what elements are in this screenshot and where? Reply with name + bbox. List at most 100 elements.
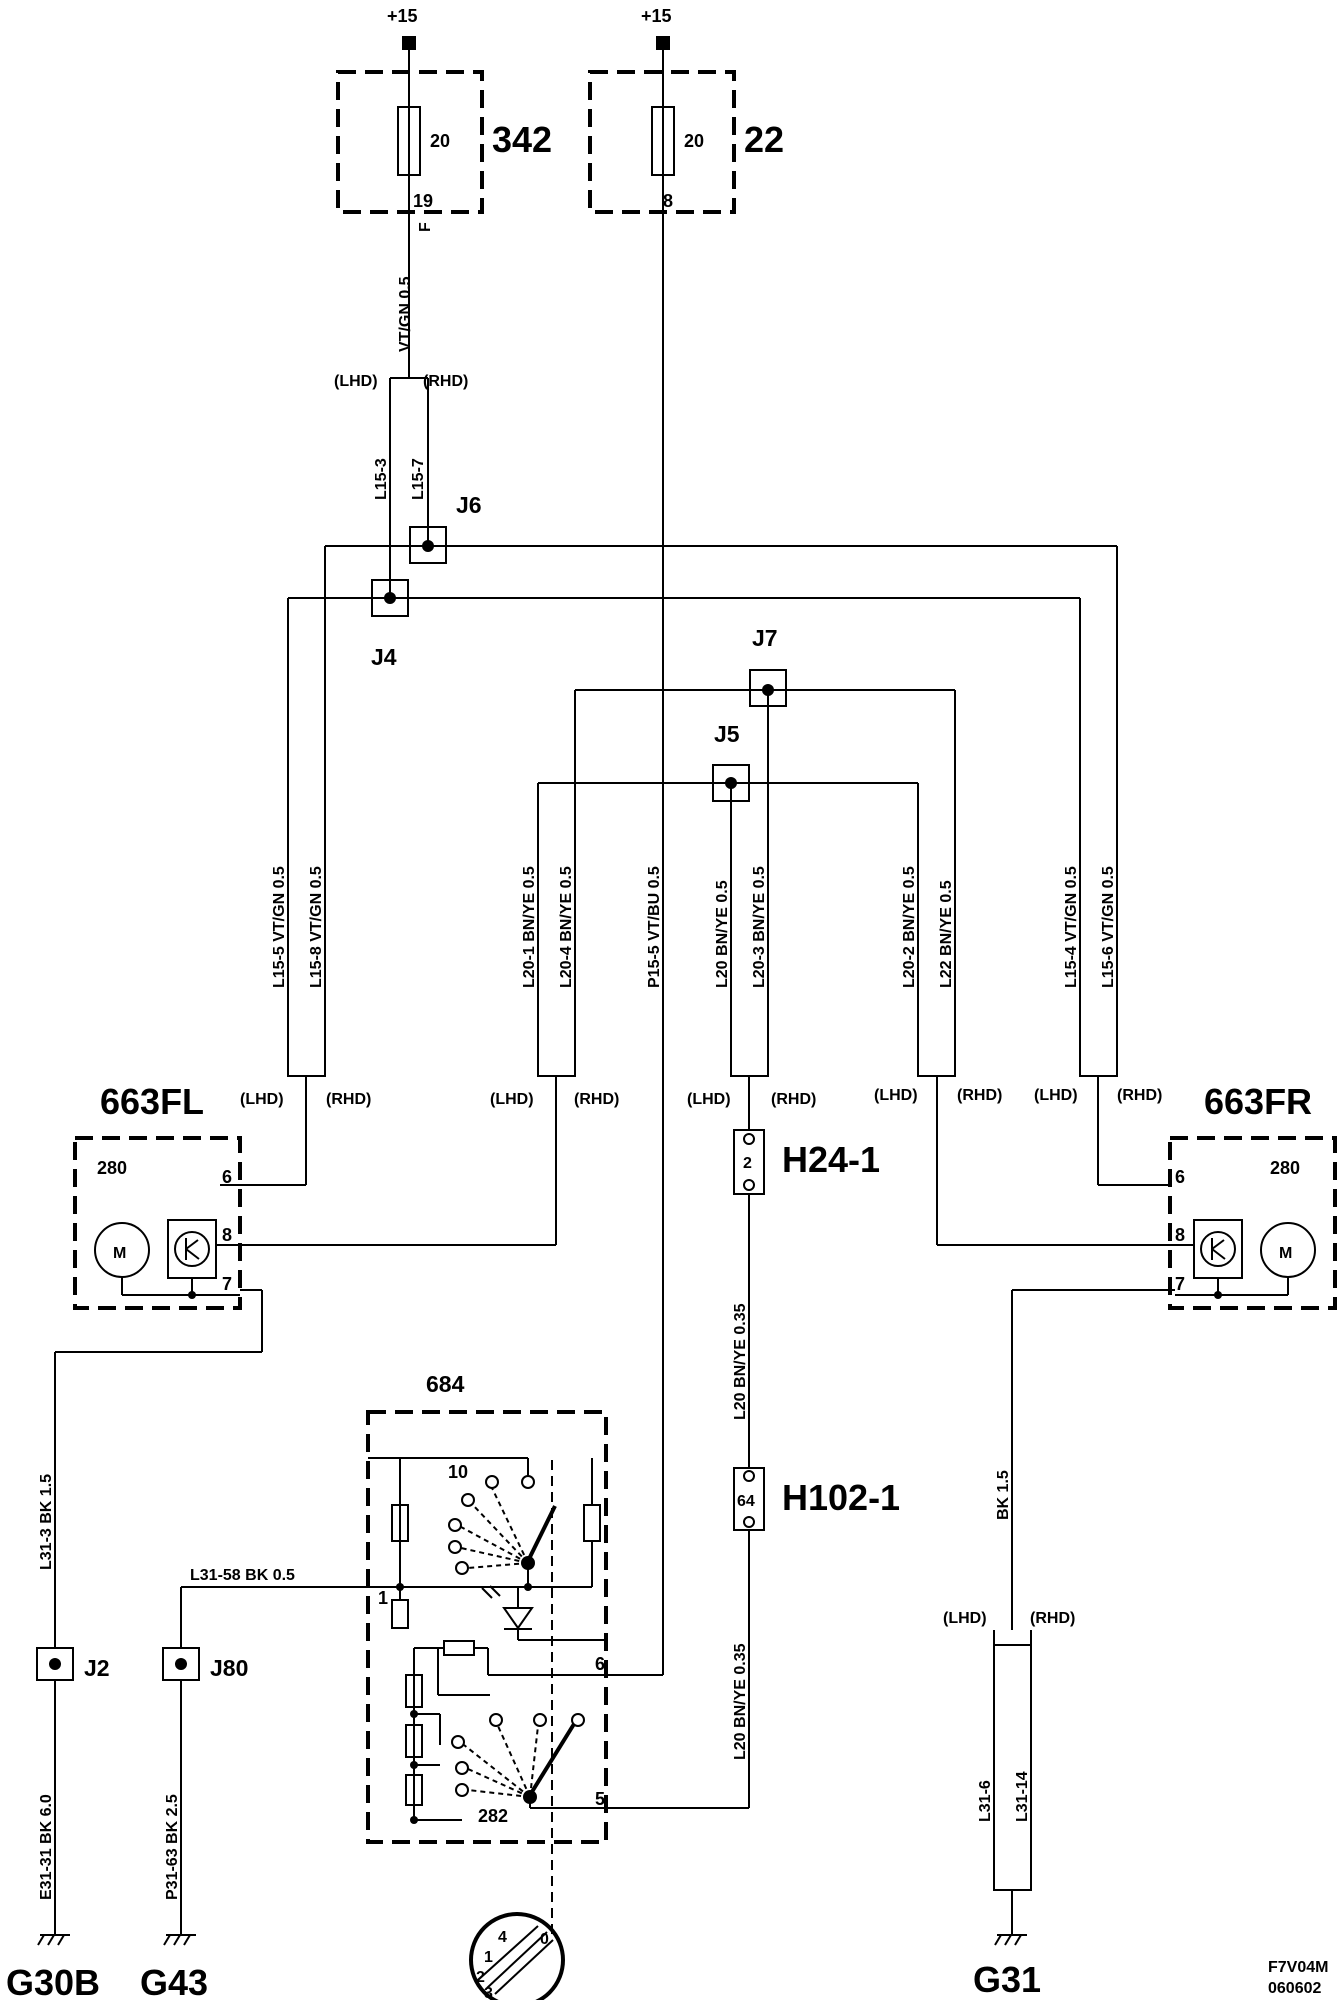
variant-rhd-4: (RHD)	[957, 1087, 1002, 1104]
wire-l31-58: L31-58 BK 0.5	[190, 1567, 295, 1584]
fuse-342-id: 342	[492, 119, 552, 160]
wire-l22: L22 BN/YE 0.5	[938, 880, 955, 988]
motor-663fr-id: 663FR	[1204, 1081, 1312, 1122]
wire-e31-31: E31-31 BK 6.0	[38, 1794, 55, 1900]
knob-mark-2: 2	[476, 1969, 485, 1986]
variant-lhd-5: (LHD)	[1034, 1087, 1078, 1104]
ground-g31: G31	[973, 1934, 1041, 2000]
connector-h24-pin: 2	[743, 1155, 752, 1172]
wire-l20-2: L20-2 BN/YE 0.5	[901, 866, 918, 988]
switch-684-id: 684	[426, 1371, 465, 1397]
supply-left-label: +15	[387, 6, 418, 26]
variant-labels: (LHD) (RHD) (LHD) (RHD) (LHD) (RHD) (LHD…	[240, 373, 1162, 1627]
motor-663fl-pin7: 7	[222, 1274, 232, 1294]
wire-mid-upper: L20 BN/YE 0.35	[732, 1303, 749, 1420]
connector-h102-id: H102-1	[782, 1477, 900, 1518]
connector-h102-pin: 64	[737, 1493, 755, 1510]
switch-684-value: 282	[478, 1806, 508, 1826]
variant-lhd-3: (LHD)	[687, 1091, 731, 1108]
fuse-342-rating: 20	[430, 131, 450, 151]
motor-663fl-id: 663FL	[100, 1081, 204, 1122]
wire-l31-3: L31-3 BK 1.5	[38, 1474, 55, 1570]
wire-l15-3: L15-3	[373, 458, 390, 500]
junction-j7: J7	[749, 625, 787, 707]
motor-663fr-m: M	[1279, 1245, 1292, 1262]
junction-j6: J6	[409, 492, 482, 564]
ground-g31-label: G31	[973, 1959, 1041, 2000]
variant-rhd-3: (RHD)	[771, 1091, 816, 1108]
variant-rhd-2: (RHD)	[574, 1091, 619, 1108]
junction-j80-label: J80	[210, 1655, 248, 1681]
wire-mid-lower: L20 BN/YE 0.35	[732, 1643, 749, 1760]
motor-663fl-pin6: 6	[222, 1167, 232, 1187]
variant-rhd-5: (RHD)	[1117, 1087, 1162, 1104]
wire-p31-63: P31-63 BK 2.5	[164, 1794, 181, 1900]
variant-lhd-4: (LHD)	[874, 1087, 918, 1104]
rotary-knob: 0 1 2 3 4	[469, 1912, 565, 2000]
ground-g43: G43	[140, 1934, 208, 2000]
switch-684-10: 10	[448, 1462, 468, 1482]
wire-l15-7: L15-7	[410, 458, 427, 500]
motor-663fr: 663FR 280 6 8 7 M	[1168, 1081, 1337, 1310]
motor-663fl-m: M	[113, 1245, 126, 1262]
knob-mark-4: 4	[498, 1929, 507, 1946]
footer-code: F7V04M	[1268, 1959, 1328, 1976]
wire-bk15: BK 1.5	[995, 1470, 1012, 1520]
variant-lhd-top: (LHD)	[334, 373, 378, 390]
motor-663fl: 663FL 280 6 8 7 M	[73, 1081, 242, 1310]
junction-j80: J80	[162, 1647, 248, 1681]
wire-l20-3: L20-3 BN/YE 0.5	[751, 866, 768, 988]
wire-l15-5: L15-5 VT/GN 0.5	[271, 866, 288, 988]
variant-rhd-top: (RHD)	[423, 373, 468, 390]
fuse-22-pin: 8	[663, 191, 673, 211]
motor-663fr-value: 280	[1270, 1158, 1300, 1178]
junction-j2: J2	[36, 1647, 110, 1681]
knob-mark-3: 3	[484, 1985, 493, 2000]
fuse-22-rating: 20	[684, 131, 704, 151]
wire-l31-14: L31-14	[1014, 1771, 1031, 1822]
wire-l31-6: L31-6	[977, 1780, 994, 1822]
wire-l15-4: L15-4 VT/GN 0.5	[1063, 866, 1080, 988]
wire-p15-5: P15-5 VT/BU 0.5	[646, 866, 663, 988]
motor-663fr-pin7: 7	[1175, 1274, 1185, 1294]
supply-left: +15	[387, 6, 418, 50]
variant-rhd-1: (RHD)	[326, 1091, 371, 1108]
junction-j6-label: J6	[456, 492, 482, 518]
connector-h24-id: H24-1	[782, 1139, 880, 1180]
wire-l15-8: L15-8 VT/GN 0.5	[308, 866, 325, 988]
footer: F7V04M 060602	[1268, 1959, 1328, 1997]
junction-j5-label: J5	[714, 721, 740, 747]
motor-663fr-pin8: 8	[1175, 1225, 1185, 1245]
switch-684-pin1: 1	[378, 1588, 388, 1608]
junction-j2-label: J2	[84, 1655, 110, 1681]
switch-684-pin6: 6	[595, 1654, 605, 1674]
connector-h24: 2 H24-1	[733, 1129, 880, 1195]
wire-l20: L20 BN/YE 0.5	[714, 880, 731, 988]
motor-663fr-pin6: 6	[1175, 1167, 1185, 1187]
junction-j5: J5	[712, 721, 750, 802]
fuse-22: 20 8 22	[588, 70, 784, 214]
ground-g43-label: G43	[140, 1962, 208, 2000]
conductors	[54, 50, 1175, 1935]
supply-right: +15	[641, 6, 672, 50]
switch-684: 684 10 1 6 5 282	[366, 1371, 608, 1935]
switch-684-pin5: 5	[595, 1789, 605, 1809]
wire-top-left: VT/GN 0.5	[397, 276, 414, 352]
knob-mark-0: 0	[540, 1931, 549, 1948]
junction-j4: J4	[371, 579, 409, 670]
variant-rhd-bottom: (RHD)	[1030, 1610, 1075, 1627]
junction-j7-label: J7	[752, 625, 778, 651]
fuse-342-pin: 19	[413, 191, 433, 211]
motor-663fl-value: 280	[97, 1158, 127, 1178]
connector-h102: 64 H102-1	[733, 1467, 900, 1531]
fuse-342-sub: F	[417, 222, 434, 232]
fuse-22-id: 22	[744, 119, 784, 160]
ground-g30b: G30B	[6, 1934, 100, 2000]
wire-l20-4: L20-4 BN/YE 0.5	[558, 866, 575, 988]
fuse-342: 20 19 342 F	[336, 70, 552, 232]
wire-l15-6: L15-6 VT/GN 0.5	[1100, 866, 1117, 988]
variant-lhd-bottom: (LHD)	[943, 1610, 987, 1627]
supply-right-label: +15	[641, 6, 672, 26]
wire-l20-1: L20-1 BN/YE 0.5	[521, 866, 538, 988]
